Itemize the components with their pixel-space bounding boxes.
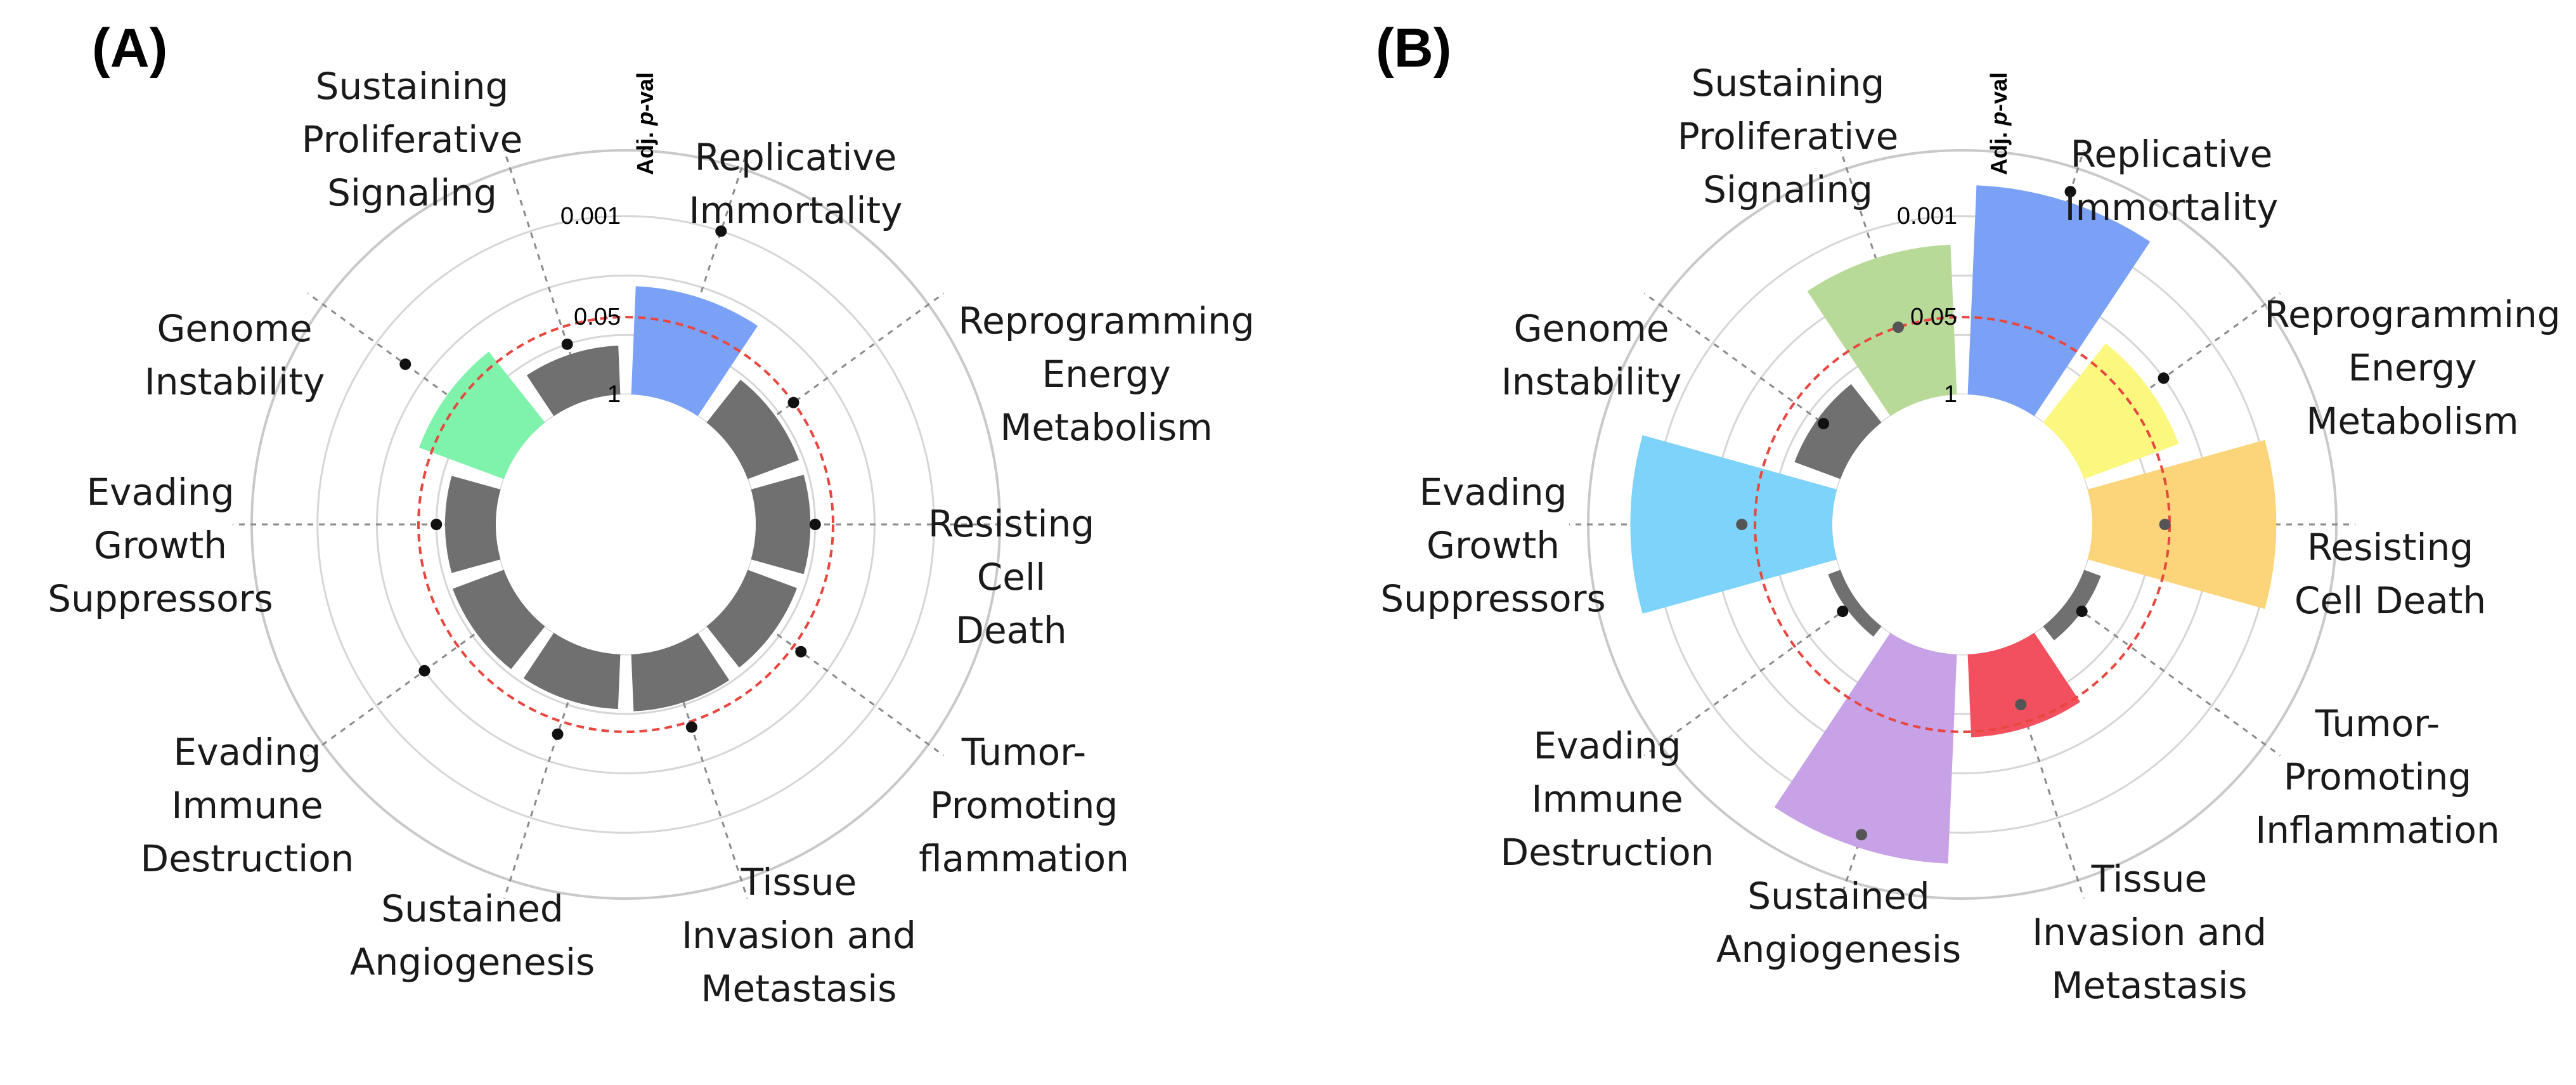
tick-label-b-2: 0.001 (1897, 203, 1957, 230)
bar-resisting-cell-death-b (2087, 439, 2277, 609)
point-tumor-promoting-inflammation-b (2076, 606, 2088, 618)
bar-tissue-invasion-and-metastasis-a (631, 632, 730, 711)
bar-evading-growth-suppressors-a (444, 476, 501, 573)
hub-a (496, 394, 756, 654)
point-reprogramming-energy-metabolism-b (2158, 372, 2170, 384)
point-replicative-immortality-a (715, 225, 727, 237)
point-replicative-immortality-b (2064, 186, 2076, 198)
bar-tumor-promoting-inflammation-b (2043, 569, 2101, 640)
grid-circle-a-4 (316, 215, 935, 834)
bar-evading-immune-destruction-b (1828, 569, 1882, 637)
spoke-b-9 (1839, 150, 1924, 401)
point-evading-growth-suppressors-b (1736, 519, 1748, 530)
point-evading-growth-suppressors-a (430, 519, 443, 530)
bar-reprogramming-energy-metabolism-b (2043, 343, 2179, 479)
spoke-a-6 (307, 600, 522, 757)
spoke-b-5 (1839, 647, 1924, 899)
bar-reprogramming-energy-metabolism-a (706, 379, 799, 479)
point-genome-instability-a (399, 358, 411, 370)
bar-tumor-promoting-flammation-a (706, 569, 798, 668)
bar-evading-immune-destruction-a (452, 569, 545, 670)
point-sustaining-proliferative-signaling-b (1892, 322, 1904, 334)
point-reprogramming-energy-metabolism-a (787, 396, 799, 408)
spoke-b-4 (2001, 647, 2085, 899)
panel-letter-a: (A) (92, 18, 167, 79)
radial-axis-title-a: Adj. p-val (632, 72, 658, 175)
bar-sustaining-proliferative-signaling-a (526, 346, 621, 417)
tick-label-a-1: 0.05 (574, 304, 621, 330)
point-tumor-promoting-flammation-a (795, 646, 807, 658)
spoke-a-0 (664, 150, 749, 401)
spoke-b-1 (2066, 292, 2281, 449)
bar-replicative-immortality-a (631, 286, 758, 417)
spoke-a-8 (307, 292, 522, 449)
spoke-a-1 (730, 292, 945, 449)
spoke-a-9 (503, 150, 587, 401)
bar-genome-instability-a (419, 351, 545, 479)
spoke-a-4 (664, 647, 749, 899)
point-sustained-angiogenesis-b (1856, 829, 1868, 841)
radial-axis-title-b: Adj. p-val (1986, 72, 2012, 175)
bar-replicative-immortality-b (1967, 185, 2151, 417)
point-sustaining-proliferative-signaling-a (561, 338, 573, 350)
point-tissue-invasion-and-metastasis-b (2015, 699, 2027, 711)
point-tissue-invasion-and-metastasis-a (685, 721, 697, 733)
bar-sustained-angiogenesis-a (523, 632, 621, 710)
point-evading-immune-destruction-b (1837, 606, 1849, 618)
spoke-b-8 (1643, 292, 1858, 449)
tick-label-a-0: 1 (607, 381, 621, 408)
spoke-a-3 (730, 600, 945, 757)
threshold-circle-a (417, 316, 834, 733)
point-evading-immune-destruction-a (418, 665, 430, 677)
point-genome-instability-b (1818, 417, 1830, 429)
point-resisting-cell-death-b (2159, 519, 2171, 530)
point-resisting-cell-death-a (809, 519, 821, 530)
bar-evading-growth-suppressors-b (1630, 435, 1837, 614)
bar-sustaining-proliferative-signaling-b (1807, 244, 1957, 417)
bar-sustained-angiogenesis-b (1774, 632, 1957, 864)
spoke-b-6 (1643, 600, 1858, 757)
tick-label-b-0: 1 (1944, 381, 1957, 408)
panel-letter-b: (B) (1376, 18, 1451, 79)
hub-b (1832, 394, 2092, 654)
tick-label-a-2: 0.001 (560, 203, 621, 230)
tick-label-b-1: 0.05 (1910, 304, 1957, 330)
spoke-a-5 (503, 647, 587, 899)
point-sustained-angiogenesis-a (552, 728, 564, 740)
bar-genome-instability-b (1794, 384, 1882, 479)
spoke-b-3 (2066, 600, 2281, 757)
bar-resisting-cell-death-a (751, 474, 811, 575)
